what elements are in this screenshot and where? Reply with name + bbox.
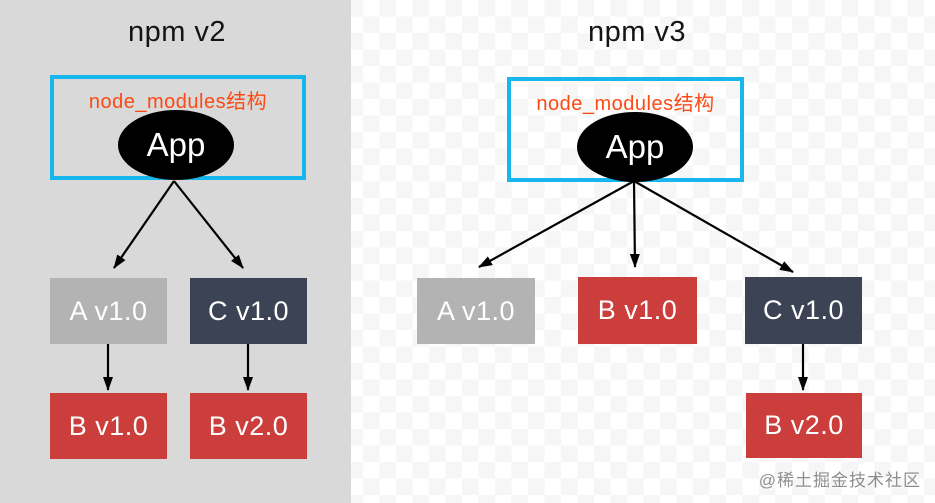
node-right-b-v2: B v2.0 [746, 393, 862, 458]
node-left-b-v2: B v2.0 [190, 393, 307, 459]
node-left-b-v1: B v1.0 [50, 393, 167, 459]
arrow-right-app-to-c [633, 180, 794, 273]
root-node-app-v3: App [577, 112, 693, 182]
root-node-app-v2: App [118, 110, 234, 180]
watermark: @稀土掘金技术社区 [758, 471, 921, 490]
node-left-c-v1: C v1.0 [190, 278, 307, 344]
arrow-right-app-to-b1 [629, 180, 640, 268]
node-right-a-v1: A v1.0 [417, 278, 535, 344]
arrow-left-app-to-a [113, 180, 175, 269]
arrow-left-app-to-c [173, 180, 244, 269]
title-npm-v2: npm v2 [127, 16, 227, 48]
title-npm-v3: npm v3 [587, 16, 687, 48]
arrow-right-app-to-a [478, 180, 635, 268]
node-right-c-v1: C v1.0 [745, 277, 862, 344]
container-label-v3: node_modules结构 [536, 93, 715, 115]
node-left-a-v1: A v1.0 [50, 278, 167, 344]
container-label-v2: node_modules结构 [88, 91, 268, 113]
node-right-b-v1: B v1.0 [578, 277, 697, 344]
